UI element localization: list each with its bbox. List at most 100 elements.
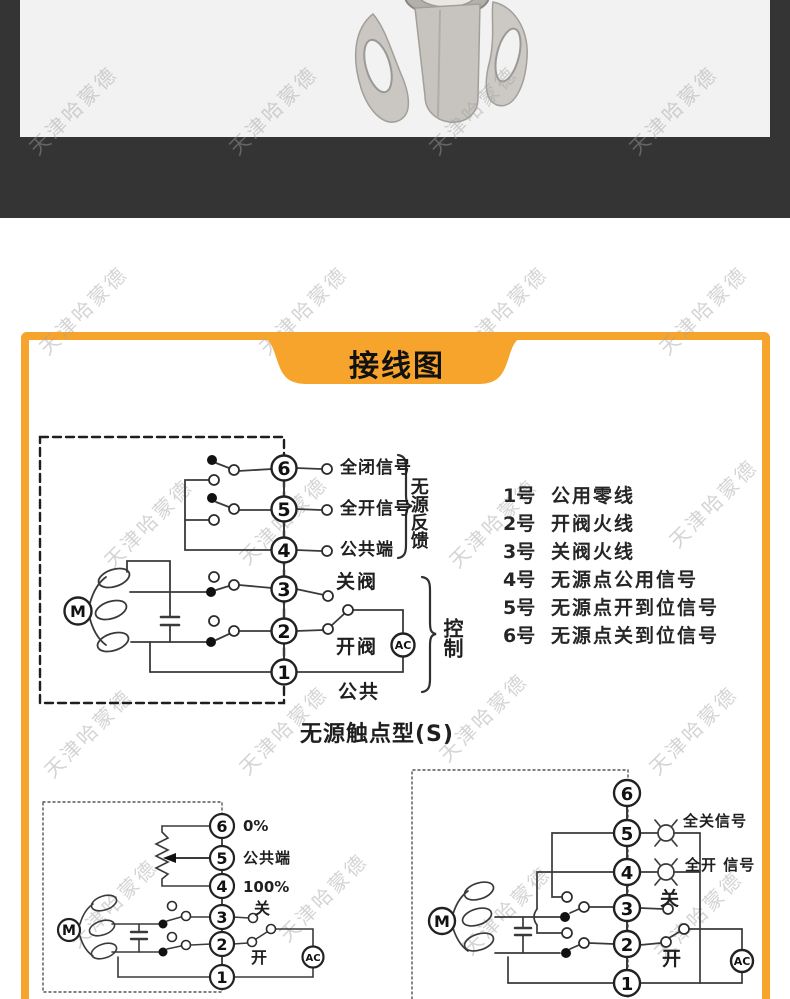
terminal-circle: [208, 930, 236, 958]
terminal-circle: [612, 893, 642, 923]
terminal-circle: [208, 963, 236, 991]
legend-desc: 无源点关到位信号: [551, 625, 720, 647]
legend-desc: 关阀火线: [551, 541, 636, 563]
contact-points: [166, 900, 277, 951]
legend-row: 4号无源点公用信号: [503, 565, 719, 593]
motor-label: M: [434, 912, 450, 931]
label-close-valve: 关阀: [336, 571, 379, 593]
label-t5-signal: 全开信号: [340, 499, 412, 519]
svg-text:5: 5: [621, 824, 634, 845]
label-close-b: 关: [254, 899, 271, 918]
legend-num: 2号: [503, 513, 536, 535]
label-full-close-signal: 全关信号: [683, 812, 748, 830]
legend-desc: 无源点公用信号: [551, 569, 699, 591]
svg-text:1: 1: [216, 968, 227, 987]
legend-row: 1号公用零线: [503, 481, 719, 509]
legend-num: 3号: [503, 541, 536, 563]
motor-symbol: [63, 596, 93, 626]
svg-text:3: 3: [216, 908, 227, 927]
legend-num: 4号: [503, 569, 536, 591]
terminal-circle: [612, 857, 642, 887]
label-100-percent: 100%: [243, 878, 290, 896]
diagram-lamp-feedback: 6 5 4 3 2 1 M AC: [411, 769, 755, 999]
legend-num: 1号: [503, 485, 536, 507]
contact-points: [561, 891, 690, 949]
svg-text:3: 3: [277, 579, 290, 601]
terminal-circle: [208, 844, 236, 872]
svg-text:6: 6: [216, 817, 227, 836]
svg-text:2: 2: [216, 935, 227, 954]
terminal-circle: [270, 495, 298, 523]
legend-row: 6号无源点关到位信号: [503, 621, 719, 649]
terminal-legend: 1号公用零线 2号开阀火线 3号关阀火线 4号无源点公用信号 5号无源点开到位信…: [503, 481, 719, 649]
label-open-valve: 开阀: [336, 636, 379, 658]
terminal-circle: [208, 812, 236, 840]
terminal-circle: [612, 968, 642, 998]
legend-num: 5号: [503, 597, 536, 619]
motor-symbol: [56, 917, 82, 943]
legend-row: 2号开阀火线: [503, 509, 719, 537]
legend-row: 3号关阀火线: [503, 537, 719, 565]
motor-label: M: [62, 923, 76, 939]
terminal-numbers-c: 6 5 4 3 2 1 M AC: [434, 784, 750, 995]
terminal-circle: [270, 575, 298, 603]
terminal-circle: [270, 658, 298, 686]
terminal-circles-c: [427, 778, 755, 998]
terminal-circles-b: [56, 812, 325, 991]
svg-text:5: 5: [277, 499, 290, 521]
ac-label: AC: [395, 639, 412, 652]
terminal-numbers-b: 6 5 4 3 2 1 M AC: [62, 817, 321, 987]
diagram-passive-contact: 6 5 4 3 2 1 M AC: [38, 435, 437, 705]
svg-text:2: 2: [621, 935, 634, 956]
motor-symbol: [427, 906, 457, 936]
wiring-panel: [21, 332, 770, 999]
closed-contact-dots: [206, 455, 217, 647]
terminal-circle: [208, 872, 236, 900]
product-photo-actuator: [354, 0, 528, 123]
terminal-circles-a: [63, 454, 416, 686]
terminal-circle: [612, 818, 642, 848]
legend-desc: 开阀火线: [551, 513, 636, 535]
svg-text:3: 3: [621, 899, 634, 920]
label-common-terminal: 公共端: [243, 849, 292, 867]
actuator-body: [414, 3, 481, 123]
svg-text:1: 1: [277, 662, 290, 684]
control-brace: [420, 575, 437, 694]
terminal-circle: [270, 454, 298, 482]
legend-row: 5号无源点开到位信号: [503, 593, 719, 621]
ac-source-symbol: [301, 945, 325, 969]
label-0-percent: 0%: [243, 817, 269, 835]
svg-text:5: 5: [216, 849, 227, 868]
photo-background: [20, 0, 770, 137]
contact-points: [208, 463, 354, 637]
label-close-c: 关: [660, 888, 680, 910]
ac-source-symbol: [390, 632, 416, 658]
svg-text:6: 6: [621, 784, 634, 805]
ac-label: AC: [734, 955, 751, 968]
diagram-potentiometer: 6 5 4 3 2 1 M AC: [42, 801, 325, 993]
label-open-b: 开: [251, 948, 268, 967]
ac-source-symbol: [729, 948, 755, 974]
svg-text:4: 4: [277, 540, 290, 562]
banner-title: 接线图: [349, 349, 445, 384]
label-passive-feedback-group: 无源反馈: [407, 477, 429, 549]
label-common: 公共: [338, 681, 381, 703]
terminal-circle: [612, 778, 642, 808]
terminal-circle: [208, 903, 236, 931]
dark-band: [0, 137, 790, 218]
svg-text:6: 6: [277, 458, 290, 480]
terminal-circle: [612, 929, 642, 959]
motor-label: M: [70, 602, 86, 621]
label-control-group: 控制: [440, 618, 464, 658]
diagram-a-caption: 无源触点型(S): [300, 722, 454, 747]
terminal-circle: [270, 617, 298, 645]
banner-tab-shape: [248, 333, 537, 384]
closed-contact-dots: [560, 912, 571, 958]
terminal-circle: [270, 536, 298, 564]
svg-text:4: 4: [216, 877, 227, 896]
svg-text:1: 1: [621, 974, 634, 995]
label-t4-common: 公共端: [340, 540, 394, 560]
label-t6-signal: 全闭信号: [340, 458, 412, 478]
